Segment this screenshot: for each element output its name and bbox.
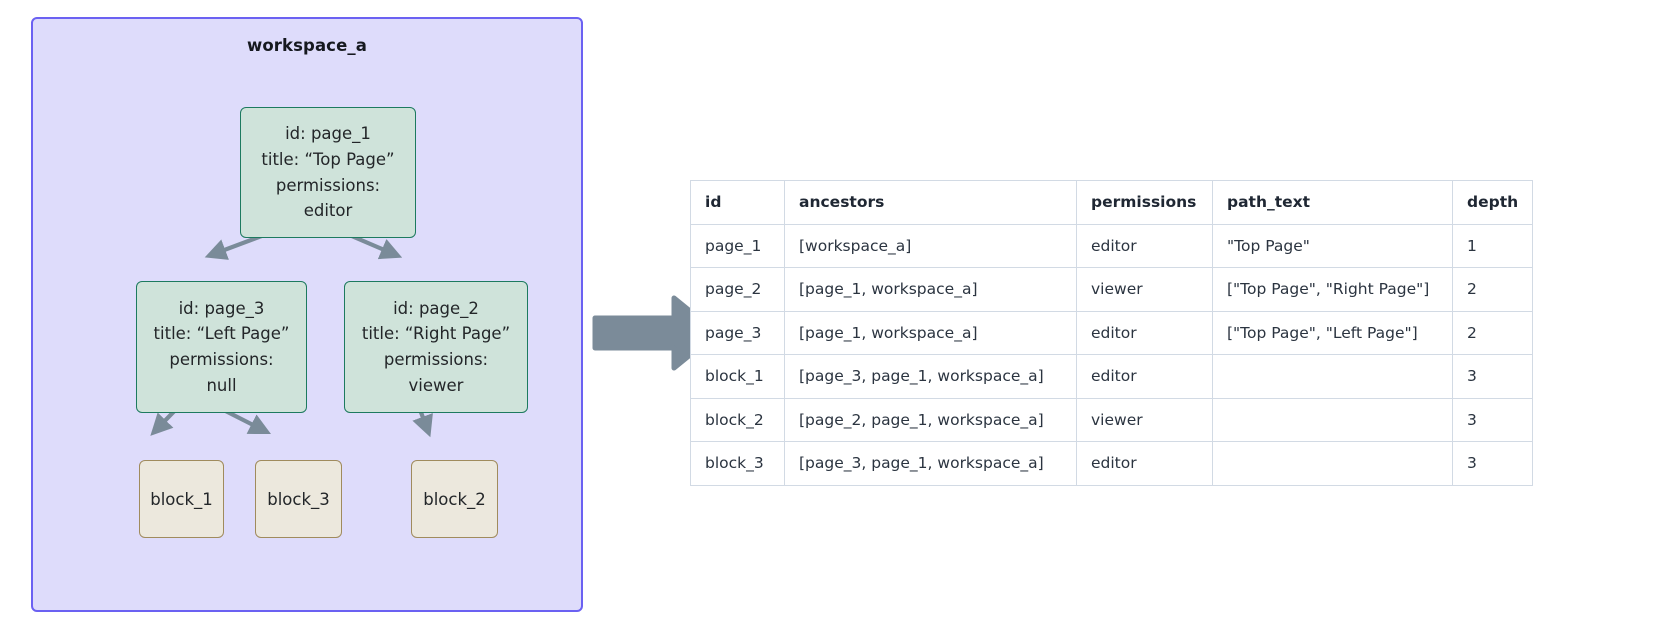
cell-depth: 1 — [1451, 223, 1534, 268]
cell-ancestors: [page_1, workspace_a] — [784, 267, 1077, 312]
node-block-1[interactable]: block_1 — [139, 460, 224, 538]
node-page-1-perm-value: editor — [303, 201, 353, 221]
cell-depth: 3 — [1451, 354, 1534, 399]
column-header-id[interactable]: id — [690, 180, 785, 225]
cell-ancestors: [page_1, workspace_a] — [784, 310, 1077, 355]
node-page-1-perm-label: permissions: — [275, 175, 381, 195]
table-row: block_3 [page_3, page_1, workspace_a] ed… — [690, 441, 1534, 486]
column-header-path-text[interactable]: path_text — [1212, 180, 1453, 225]
node-page-2[interactable]: id: page_2 title: “Right Page” permissio… — [344, 281, 528, 413]
cell-depth: 2 — [1451, 310, 1534, 355]
node-block-2-label: block_2 — [423, 489, 486, 509]
node-block-3[interactable]: block_3 — [255, 460, 342, 538]
cell-id: block_1 — [690, 354, 785, 399]
column-header-ancestors[interactable]: ancestors — [784, 180, 1077, 225]
table-row: page_2 [page_1, workspace_a] viewer ["To… — [690, 267, 1534, 312]
table-row: block_1 [page_3, page_1, workspace_a] ed… — [690, 354, 1534, 399]
cell-id: block_2 — [690, 397, 785, 442]
cell-depth: 3 — [1451, 397, 1534, 442]
cell-ancestors: [page_3, page_1, workspace_a] — [784, 441, 1077, 486]
cell-permissions: viewer — [1076, 267, 1213, 312]
node-page-1-id: id: page_1 — [285, 124, 371, 144]
column-header-depth[interactable]: depth — [1451, 180, 1534, 225]
node-page-1-title: title: “Top Page” — [261, 149, 395, 169]
cell-id: page_3 — [690, 310, 785, 355]
node-page-3-perm-label: permissions: — [169, 350, 274, 369]
table-header-row: id ancestors permissions path_text depth — [690, 180, 1534, 225]
cell-permissions: editor — [1076, 310, 1213, 355]
node-page-3[interactable]: id: page_3 title: “Left Page” permission… — [136, 281, 307, 413]
node-page-2-perm-label: permissions: — [383, 350, 489, 369]
cell-depth: 2 — [1451, 267, 1534, 312]
workspace-title: workspace_a — [247, 36, 367, 55]
cell-permissions: editor — [1076, 223, 1213, 268]
cell-depth: 3 — [1451, 441, 1534, 486]
cell-ancestors: [page_3, page_1, workspace_a] — [784, 354, 1077, 399]
cell-permissions: editor — [1076, 354, 1213, 399]
table-row: page_3 [page_1, workspace_a] editor ["To… — [690, 310, 1534, 355]
node-page-2-title: title: “Right Page” — [361, 324, 511, 344]
table-row: block_2 [page_2, page_1, workspace_a] vi… — [690, 397, 1534, 442]
node-block-1-label: block_1 — [150, 489, 213, 509]
node-page-3-id: id: page_3 — [178, 298, 265, 318]
cell-path-text — [1212, 441, 1453, 486]
cell-id: page_2 — [690, 267, 785, 312]
column-header-permissions[interactable]: permissions — [1076, 180, 1213, 225]
node-block-2[interactable]: block_2 — [411, 460, 498, 538]
cell-path-text — [1212, 397, 1453, 442]
cell-path-text: ["Top Page", "Right Page"] — [1212, 267, 1453, 312]
cell-path-text: ["Top Page", "Left Page"] — [1212, 310, 1453, 355]
table-row: page_1 [workspace_a] editor "Top Page" 1 — [690, 223, 1534, 268]
workspace-container: workspace_a id: page_1 title: “Top Page”… — [31, 17, 583, 612]
cell-permissions: viewer — [1076, 397, 1213, 442]
cell-path-text: "Top Page" — [1212, 223, 1453, 268]
node-page-1[interactable]: id: page_1 title: “Top Page” permissions… — [240, 107, 416, 238]
node-page-2-id: id: page_2 — [393, 298, 479, 318]
cell-permissions: editor — [1076, 441, 1213, 486]
cell-ancestors: [workspace_a] — [784, 223, 1077, 268]
cell-ancestors: [page_2, page_1, workspace_a] — [784, 397, 1077, 442]
node-page-3-perm-value: null — [206, 375, 237, 395]
node-page-2-perm-value: viewer — [408, 375, 464, 395]
cell-id: block_3 — [690, 441, 785, 486]
node-page-3-title: title: “Left Page” — [153, 324, 290, 344]
cell-path-text — [1212, 354, 1453, 399]
node-block-3-label: block_3 — [267, 489, 330, 509]
results-table: id ancestors permissions path_text depth… — [690, 180, 1534, 486]
cell-id: page_1 — [690, 223, 785, 268]
